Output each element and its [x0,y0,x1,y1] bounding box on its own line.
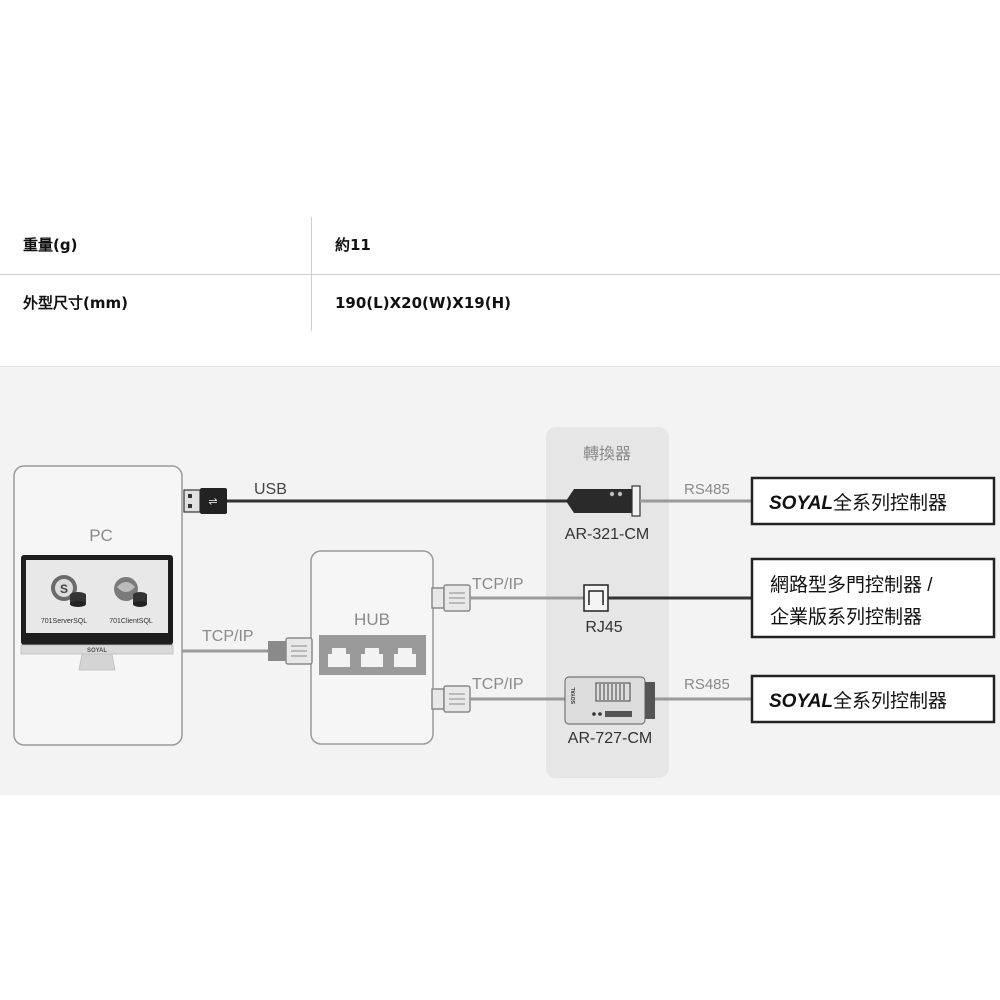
monitor-brand: SOYAL [87,648,107,654]
usb-label: USB [254,481,287,498]
ar-727-cm-label: AR-727-CM [568,730,652,747]
pc-label: PC [89,526,113,545]
spec-table: 重量(g) 約11 外型尺寸(mm) 190(L)X20(W)X19(H) [0,217,1000,332]
spec-value-dimensions: 190(L)X20(W)X19(H) [335,294,511,312]
hub-label: HUB [354,610,390,629]
ar-727-brand: SOYAL [571,687,577,704]
rj45-plug-hub-bottom [431,685,471,713]
ar-321-cm-device [566,485,641,517]
spec-label-weight: 重量(g) [23,236,78,254]
rj45-label: RJ45 [585,619,622,636]
hub-ports [319,635,426,675]
svg-text:S: S [60,582,68,596]
table-row: 外型尺寸(mm) 190(L)X20(W)X19(H) [0,275,1000,332]
controller-box-bottom [750,674,996,724]
diagram-svg: 轉換器 PC SOYAL S 701ServerSQL [13,427,996,778]
controller-top-text: SOYAL全系列控制器 [769,492,947,514]
controller-top-desc: 全系列控制器 [833,492,947,514]
controller-bottom-brand: SOYAL [769,691,833,712]
controller-mid-line1: 網路型多門控制器 / [770,574,933,596]
ar-321-cm-label: AR-321-CM [565,526,649,543]
spec-label-dimensions: 外型尺寸(mm) [23,294,128,312]
spec-value-weight: 約11 [335,236,371,254]
tcpip-label-bottom: TCP/IP [472,676,524,693]
rj45-plug-pc [268,637,313,665]
usb-icon: ⇌ [208,496,217,508]
monitor-app-server: 701ServerSQL [41,618,87,625]
usb-plug: ⇌ [183,488,227,514]
table-row: 重量(g) 約11 [0,217,1000,275]
tcpip-label-pc: TCP/IP [202,628,254,645]
controller-top-brand: SOYAL [769,493,833,514]
controller-box-top [750,476,996,526]
controller-bottom-text: SOYAL全系列控制器 [769,690,947,712]
monitor-app-client: 701ClientSQL [109,618,153,625]
controller-box-mid [750,557,996,639]
controller-mid-line2: 企業版系列控制器 [770,606,922,628]
client-sql-icon [114,577,147,607]
server-sql-icon: S [51,575,86,607]
rs485-label-top: RS485 [684,481,730,498]
monitor: SOYAL S 701ServerSQL 701ClientSQL [20,555,174,671]
rs485-label-bottom: RS485 [684,676,730,693]
tcpip-label-top: TCP/IP [472,576,524,593]
controller-bottom-desc: 全系列控制器 [833,690,947,712]
rj45-jack [583,584,609,612]
ar-727-cm-device: SOYAL [564,676,655,725]
rj45-plug-hub-top [431,584,471,612]
converter-header: 轉換器 [583,445,631,463]
connection-diagram: 轉換器 PC SOYAL S 701ServerSQL [0,366,1000,795]
